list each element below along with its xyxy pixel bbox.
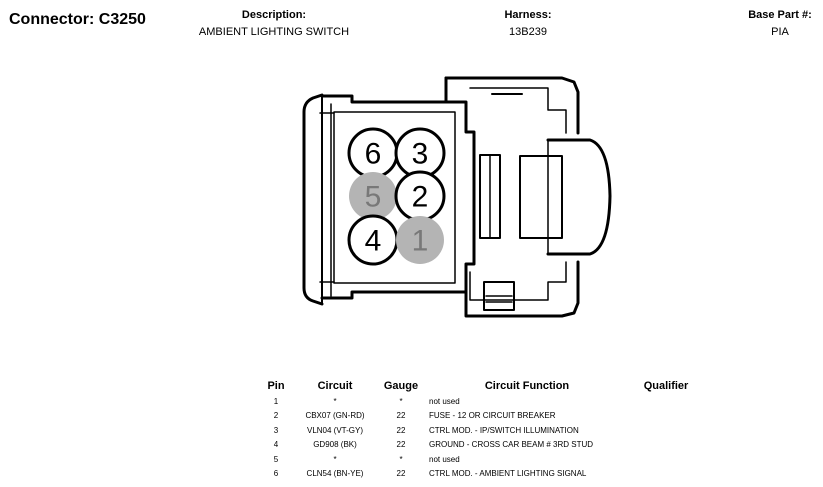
base-part-block: Base Part #: PIA [730, 7, 823, 41]
pin-number: 3 [412, 138, 429, 171]
table-row: 6 CLN54 (BN-YE) 22 CTRL MOD. - AMBIENT LIGH… [258, 467, 704, 482]
table-row: 3 VLN04 (VT-GY) 22 CTRL MOD. - IP/SWITCH IL… [258, 423, 704, 438]
header-gauge: Gauge [383, 380, 419, 392]
base-part-label: Base Part #: [748, 9, 812, 21]
pin-cavity-6: 6 [347, 127, 399, 179]
base-part-value: PIA [771, 26, 789, 38]
function-cell: FUSE - 12 OR CIRCUIT BREAKER [429, 411, 556, 421]
header-circuit: Circuit [317, 380, 353, 392]
gauge-cell: 22 [396, 411, 406, 421]
pin-number: 2 [412, 181, 429, 214]
harness-value: 13B239 [509, 26, 547, 38]
circuit-cell: VLN04 (VT-GY) [306, 425, 363, 435]
gauge-cell: * [399, 454, 403, 464]
header-pin: Pin [267, 380, 285, 392]
circuit-cell: * [333, 454, 337, 464]
pin-circle [396, 216, 444, 264]
pin-cavity-3: 3 [394, 127, 446, 179]
locking-tab-inner [519, 155, 563, 239]
cavity-outline [333, 111, 456, 284]
harness-block: Harness: 13B239 [478, 7, 578, 41]
pin-cavity-2: 2 [394, 170, 446, 222]
table-row: 4 GD908 (BK) 22 GROUND - CROSS CAR BEAM # 3… [258, 438, 704, 453]
pin-circle [349, 172, 397, 220]
pin-cell: 5 [273, 454, 279, 464]
description-block: Description: AMBIENT LIGHTING SWITCH [174, 7, 374, 41]
table-row: 5 * * not used [258, 452, 704, 467]
description-label: Description: [241, 9, 307, 21]
gauge-cell: * [399, 396, 403, 406]
qualifier-cell [628, 438, 704, 453]
header-function: Circuit Function [484, 380, 570, 392]
circuit-cell: CBX07 (GN-RD) [305, 411, 365, 421]
pin-table-header-row: Pin Circuit Gauge Circuit Function Quali… [258, 378, 704, 394]
description-value: AMBIENT LIGHTING SWITCH [198, 26, 350, 38]
pin-number: 6 [365, 138, 382, 171]
pin-cell: 6 [273, 469, 279, 479]
pin-table: Pin Circuit Gauge Circuit Function Quali… [258, 378, 704, 481]
qualifier-cell [628, 467, 704, 482]
circuit-cell: GD908 (BK) [313, 440, 357, 450]
pin-table-body: 1 * * not used 2 CBX07 (GN-RD) 22 FUSE - 12 OR … [258, 394, 704, 481]
pin-number: 1 [412, 225, 429, 258]
housing-outline [320, 94, 476, 300]
table-row: 1 * * not used [258, 394, 704, 409]
gauge-cell: 22 [396, 469, 406, 479]
right-body-inner-top [469, 87, 567, 134]
function-cell: CTRL MOD. - IP/SWITCH ILLUMINATION [429, 425, 579, 435]
qualifier-cell [628, 423, 704, 438]
function-cell: not used [429, 454, 460, 464]
qualifier-cell [628, 452, 704, 467]
qualifier-cell [628, 409, 704, 424]
right-body-inner-bottom [469, 261, 567, 301]
function-cell: CTRL MOD. - AMBIENT LIGHTING SIGNAL [429, 469, 587, 479]
harness-label: Harness: [504, 9, 552, 21]
gauge-cell: 22 [396, 440, 406, 450]
pin-cavity-5: 5 [349, 172, 397, 220]
function-cell: GROUND - CROSS CAR BEAM # 3RD STUD [429, 440, 594, 450]
gauge-cell: 22 [396, 425, 406, 435]
locking-tab [546, 138, 612, 256]
pin-number: 4 [365, 225, 382, 258]
pin-cell: 3 [273, 425, 279, 435]
pin-cell: 4 [273, 440, 279, 450]
left-latch [302, 93, 324, 306]
bottom-lock-outline [483, 281, 515, 311]
header-qualifier: Qualifier [643, 380, 689, 392]
function-cell: not used [429, 396, 460, 406]
pin-cell: 2 [273, 411, 279, 421]
connector-title: Connector: C3250 [9, 11, 146, 28]
circuit-cell: * [333, 396, 337, 406]
side-window [479, 154, 501, 239]
pin-number: 5 [365, 181, 382, 214]
circuit-cell: CLN54 (BN-YE) [306, 469, 364, 479]
pin-cavity-4: 4 [347, 214, 399, 266]
table-row: 2 CBX07 (GN-RD) 22 FUSE - 12 OR CIRCUIT BRE… [258, 409, 704, 424]
pin-cell: 1 [273, 396, 279, 406]
qualifier-cell [628, 394, 704, 409]
pin-cavity-1: 1 [396, 216, 444, 264]
right-body-outline [444, 76, 580, 318]
